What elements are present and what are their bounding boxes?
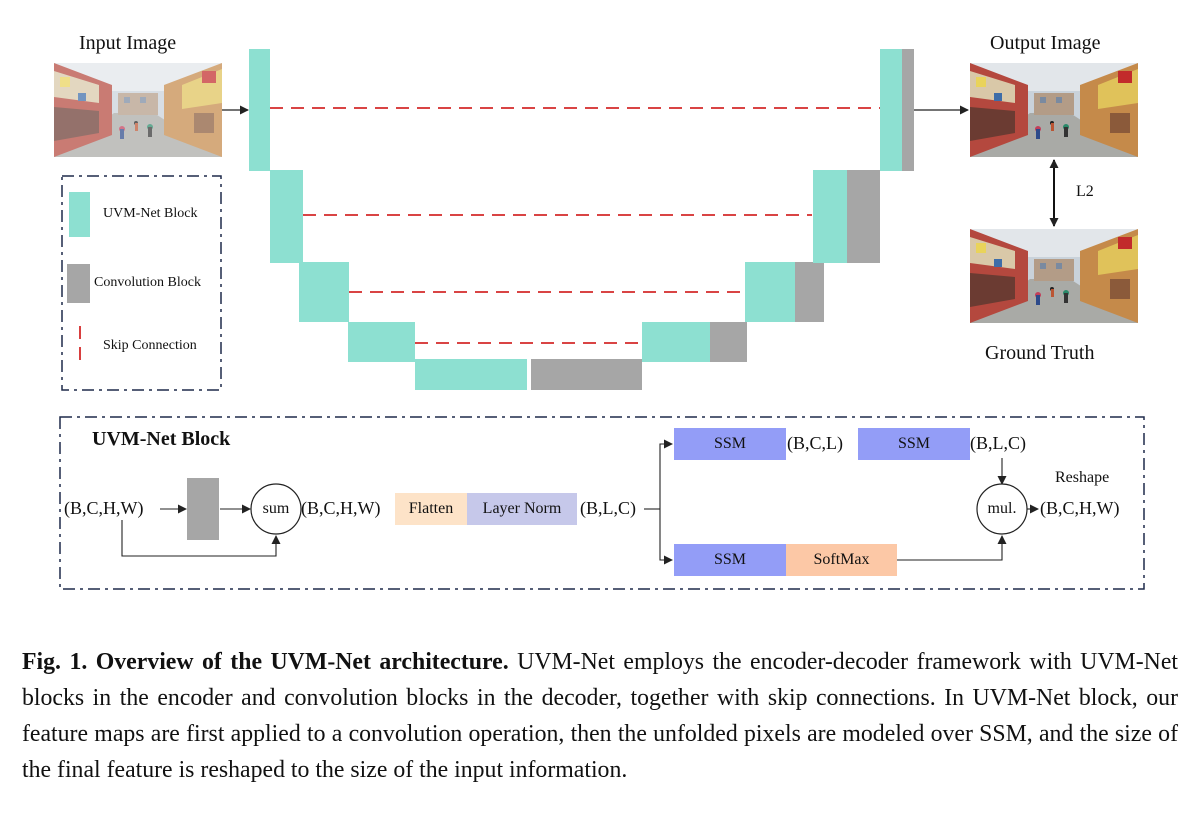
bottleneck-uvm-block (415, 359, 527, 390)
uvm-detail-title: UVM-Net Block (92, 428, 231, 450)
conv-op-block (187, 478, 219, 540)
decoder-block-4-conv (710, 322, 747, 362)
figure-caption: Fig. 1. Overview of the UVM-Net architec… (22, 644, 1178, 788)
bcl-shape-label: (B,C,L) (787, 433, 843, 453)
sum-node-label: sum (262, 500, 290, 517)
legend-conv-label: Convolution Block (94, 275, 201, 290)
decoder-block-3-teal (745, 262, 795, 322)
decoder-block-1-teal (880, 49, 902, 171)
ground-truth-image (970, 229, 1138, 323)
mul-node-circle (976, 483, 1028, 535)
ssm-box-3: SSM (674, 544, 786, 576)
blc-shape-label: (B,L,C) (970, 433, 1026, 453)
sum-node-circle (250, 483, 302, 535)
sum-shape-label: (B,C,H,W) (301, 498, 381, 518)
decoder-block-2-conv (847, 170, 880, 263)
skip-connections (270, 107, 880, 344)
legend-frame (61, 175, 222, 391)
bottleneck-conv-block (531, 359, 642, 390)
decoder-block-3-conv (795, 262, 824, 322)
decoder-block-4-teal (642, 322, 710, 362)
layer-norm-box: Layer Norm (467, 493, 577, 525)
legend-skip-label: Skip Connection (103, 338, 197, 353)
caption-text: UVM-Net employs the encoder-decoder fram… (22, 649, 1178, 783)
output-image (970, 63, 1138, 157)
l2-loss-label: L2 (1076, 183, 1094, 200)
legend-conv-swatch (67, 264, 90, 303)
legend-uvm-label: UVM-Net Block (103, 206, 198, 221)
diagram-lines (54, 63, 1145, 590)
decoder-block-1-conv (902, 49, 914, 171)
input-shape-label: (B,C,H,W) (64, 498, 144, 518)
detail-flow-lines (121, 439, 1039, 565)
encoder-block-3 (299, 262, 349, 322)
encoder-block-1 (249, 49, 270, 171)
ground-truth-label: Ground Truth (985, 342, 1095, 364)
flat-shape-label: (B,L,C) (580, 498, 636, 518)
reshape-label: Reshape (1055, 469, 1110, 486)
input-image (54, 63, 222, 157)
uvm-detail-frame (59, 416, 1145, 590)
output-shape-label: (B,C,H,W) (1040, 498, 1120, 518)
caption-bold: Fig. 1. Overview of the UVM-Net architec… (22, 649, 509, 675)
softmax-box: SoftMax (786, 544, 897, 576)
encoder-block-4 (348, 322, 415, 362)
mul-node-label: mul. (987, 500, 1017, 517)
ssm-box-1: SSM (674, 428, 786, 460)
output-image-label: Output Image (990, 32, 1101, 54)
ssm-box-2: SSM (858, 428, 970, 460)
decoder-block-2-teal (813, 170, 847, 263)
legend-uvm-swatch (69, 192, 90, 237)
encoder-block-2 (270, 170, 303, 263)
flatten-box: Flatten (395, 493, 467, 525)
input-image-label: Input Image (79, 32, 177, 54)
